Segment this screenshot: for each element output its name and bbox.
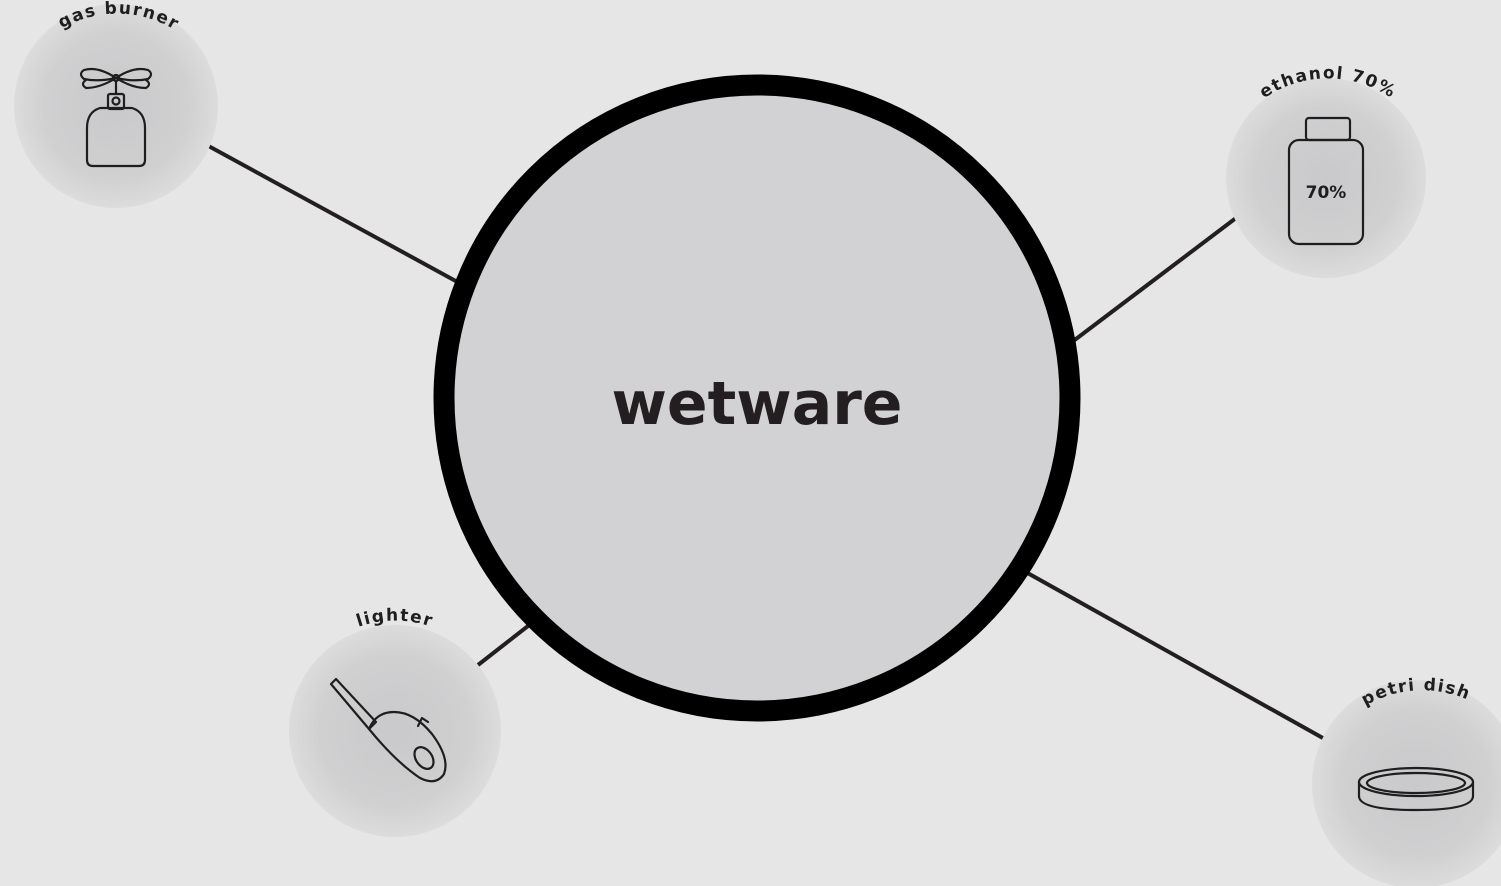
petri-dish-icon (1357, 766, 1475, 812)
gas-burner-icon (79, 67, 153, 168)
node-ethanol: ethanol 70% 70% (1226, 63, 1426, 278)
center-label: wetware (611, 369, 902, 439)
lighter-icon (329, 677, 447, 783)
node-gas-burner: gas burner (14, 0, 218, 208)
ethanol-bottle-icon: 70% (1287, 116, 1365, 246)
connector-gas-burner (202, 141, 464, 287)
center-node: wetware (433, 74, 1081, 722)
node-lighter: lighter (289, 606, 501, 837)
node-petri-dish: petri dish (1312, 675, 1501, 886)
connector-ethanol (1070, 216, 1238, 344)
bottle-label: 70% (1306, 183, 1347, 203)
connector-petri-dish (1014, 564, 1331, 744)
connector-lighter (476, 624, 530, 667)
